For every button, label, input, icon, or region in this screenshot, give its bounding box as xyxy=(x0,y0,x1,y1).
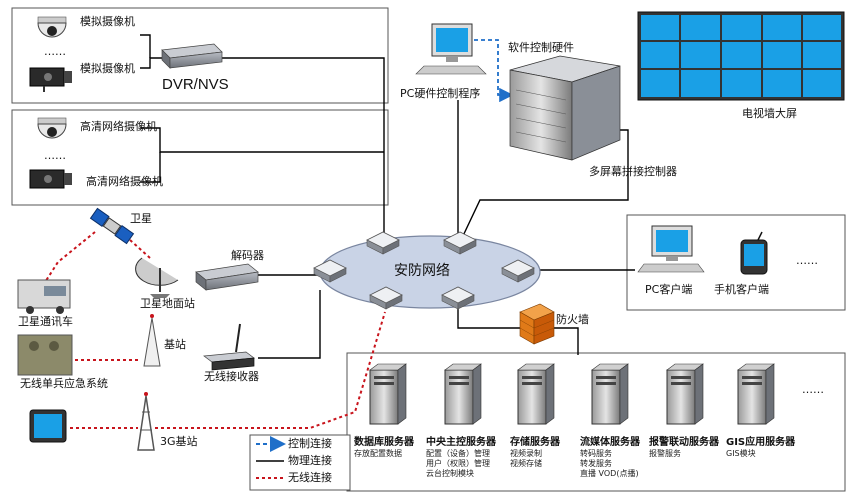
field-phone-icon xyxy=(29,409,67,443)
decoder-label: 解码器 xyxy=(231,249,264,262)
clients-ellipsis: …… xyxy=(796,254,818,267)
satellite-icon xyxy=(89,207,135,245)
server-desc-alarm-1: 报警服务 xyxy=(649,449,681,458)
router-1 xyxy=(366,231,400,255)
server-title-gis: GIS应用服务器 xyxy=(726,437,796,448)
server-desc-streaming-2: 转发服务 xyxy=(580,459,612,468)
server-icon-central xyxy=(444,363,482,425)
server-desc-storage-2: 视频存储 xyxy=(510,459,542,468)
wireless-receiver-icon xyxy=(203,323,255,371)
mobile-phone-icon xyxy=(740,231,768,275)
splicing-controller-icon xyxy=(509,55,621,161)
server-icon-database xyxy=(369,363,407,425)
server-title-storage: 存储服务器 xyxy=(510,437,560,448)
dvr-nvs-icon xyxy=(161,43,223,69)
video-wall-label: 电视墙大屏 xyxy=(742,107,797,120)
server-towers xyxy=(369,363,775,425)
client-group-box xyxy=(626,214,846,311)
box-camera-icon xyxy=(29,67,72,92)
hardware-label: 软件控制硬件 xyxy=(508,41,574,54)
vehicle-label: 卫星通讯车 xyxy=(18,315,73,328)
base-station-label: 基站 xyxy=(164,338,186,351)
3g-tower-icon xyxy=(137,392,155,451)
firewall-icon xyxy=(519,303,555,345)
phone-client-label: 手机客户端 xyxy=(714,283,769,296)
servers-ellipsis: …… xyxy=(802,383,824,396)
pc-client-icon xyxy=(637,225,705,273)
satellite-label: 卫星 xyxy=(130,212,152,225)
ground-station-label: 卫星地面站 xyxy=(140,297,195,310)
legend-wireless-label: 无线连接 xyxy=(288,471,332,484)
dvr-nvs-label: DVR/NVS xyxy=(162,76,229,93)
legend-control-label: 控制连接 xyxy=(288,437,332,450)
router-3 xyxy=(313,259,347,283)
dome-camera-icon xyxy=(37,16,67,38)
soldier-label: 无线单兵应急系统 xyxy=(20,377,108,390)
pc-control-label: PC硬件控制程序 xyxy=(400,87,481,100)
server-icon-alarm xyxy=(666,363,704,425)
server-desc-streaming-1: 转码服务 xyxy=(580,449,612,458)
server-title-central: 中央主控服务器 xyxy=(426,437,496,448)
server-group-box xyxy=(346,352,846,492)
server-title-alarm: 报警联动服务器 xyxy=(649,437,719,448)
ground-station-icon xyxy=(135,257,179,298)
analog-ellipsis: …… xyxy=(44,45,66,58)
server-desc-streaming-3: 直播 VOD(点播) xyxy=(580,469,639,478)
hd-camera-group-box xyxy=(11,109,389,206)
decoder-icon xyxy=(195,263,259,291)
server-desc-database-1: 存放配置数据 xyxy=(354,449,402,458)
server-desc-central-3: 云台控制模块 xyxy=(426,469,474,478)
server-icon-streaming xyxy=(591,363,629,425)
router-4 xyxy=(501,259,535,283)
hd-camera-1-label: 高清网络摄像机 xyxy=(80,120,157,133)
pc-client-label: PC客户端 xyxy=(645,283,693,296)
server-desc-storage-1: 视频录制 xyxy=(510,449,542,458)
network-title: 安防网络 xyxy=(394,263,450,279)
router-2 xyxy=(443,231,477,255)
hd-box-camera-icon xyxy=(29,169,72,189)
video-wall-icon xyxy=(637,11,845,101)
wireless-links xyxy=(39,231,386,429)
router-5 xyxy=(369,286,403,310)
pc-control-icon xyxy=(415,23,487,75)
soldier-icon xyxy=(17,334,73,376)
router-6 xyxy=(441,286,475,310)
analog-camera-1-label: 模拟摄像机 xyxy=(80,15,135,28)
3g-base-label: 3G基站 xyxy=(160,435,198,448)
analog-camera-2-label: 模拟摄像机 xyxy=(80,62,135,75)
hd-camera-2-label: 高清网络摄像机 xyxy=(86,175,163,188)
server-icon-gis xyxy=(737,363,775,425)
control-link xyxy=(474,39,514,103)
physical-links xyxy=(140,34,635,359)
firewall-label: 防火墙 xyxy=(556,313,589,326)
server-desc-gis-1: GIS模块 xyxy=(726,449,756,458)
hd-dome-camera-icon xyxy=(37,117,67,139)
base-station-icon xyxy=(143,314,161,367)
server-icon-storage xyxy=(517,363,555,425)
controller-label: 多屏幕拼接控制器 xyxy=(589,165,677,178)
vehicle-icon xyxy=(17,279,71,314)
hd-ellipsis: …… xyxy=(44,149,66,162)
server-title-database: 数据库服务器 xyxy=(354,437,414,448)
legend-physical-label: 物理连接 xyxy=(288,454,332,467)
server-desc-central-1: 配置（设备）管理 xyxy=(426,449,490,458)
analog-camera-group-box xyxy=(11,7,389,104)
server-title-streaming: 流媒体服务器 xyxy=(580,437,640,448)
server-desc-central-2: 用户（权限）管理 xyxy=(426,459,490,468)
receiver-label: 无线接收器 xyxy=(204,370,259,383)
router-switches xyxy=(313,231,535,310)
